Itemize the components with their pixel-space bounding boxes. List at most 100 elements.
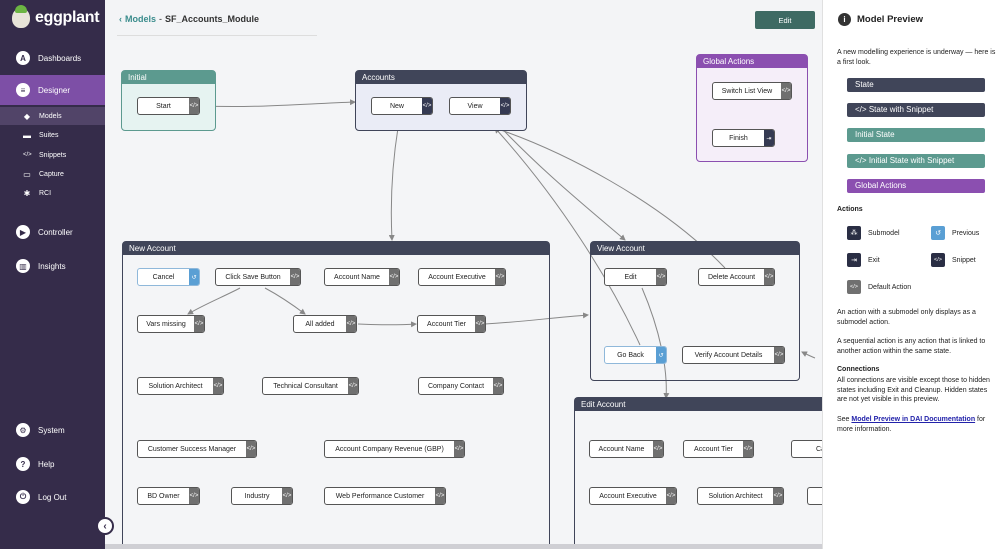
snippet-icon: </> [282, 488, 292, 504]
sub-item-snippets[interactable]: </> Snippets [0, 146, 105, 164]
header: ‹ Models - SF_Accounts_Module Edit [105, 0, 822, 40]
nav-insights[interactable]: ▥ Insights [0, 251, 105, 281]
legend-initial-state: Initial State [847, 128, 985, 142]
action-label: Solution Architect [148, 382, 203, 390]
connections-heading: Connections [837, 366, 880, 373]
nav-logout[interactable]: ⏻ Log Out [0, 482, 105, 512]
nav-label: System [38, 425, 65, 435]
controller-icon: ▶ [16, 225, 30, 239]
back-chevron-icon[interactable]: ‹ [119, 14, 122, 24]
action-account-company-revenue[interactable]: Account Company Revenue (GBP)</> [324, 440, 465, 458]
eggplant-logo[interactable]: eggplant [12, 5, 100, 28]
sub-item-models[interactable]: ◆ Models [0, 107, 105, 125]
connection-view-viewaccount [489, 115, 626, 241]
action-bd-owner[interactable]: BD Owner</> [137, 487, 200, 505]
edit-button[interactable]: Edit [755, 11, 815, 29]
nav-label: Insights [38, 261, 66, 271]
sub-item-suites[interactable]: ▬ Suites [0, 126, 105, 144]
connection-offscreen-viewaccount [801, 351, 816, 359]
action-label: Technical Consultant [273, 382, 338, 390]
legend-label: State with Snippet [868, 105, 934, 114]
action-cancel[interactable]: Cancel↺ [137, 268, 200, 286]
action-edit-account-tier[interactable]: Account Tier</> [683, 440, 754, 458]
sub-item-rci[interactable]: ✱ RCI [0, 184, 105, 202]
models-icon: ◆ [23, 111, 31, 121]
header-divider [117, 35, 317, 36]
documentation-link[interactable]: Model Preview in DAI Documentation [851, 416, 976, 423]
action-new[interactable]: New </> [371, 97, 433, 115]
action-solution-architect[interactable]: Solution Architect</> [137, 377, 224, 395]
action-web-performance-customer[interactable]: Web Performance Customer</> [324, 487, 446, 505]
action-industry[interactable]: Industry</> [231, 487, 293, 505]
action-account-executive[interactable]: Account Executive</> [418, 268, 506, 286]
action-label: BD Owner [147, 492, 180, 500]
insights-icon: ▥ [16, 259, 30, 273]
nav-help[interactable]: ? Help [0, 449, 105, 479]
state-title: Edit Account [575, 398, 822, 411]
action-vars-missing[interactable]: Vars missing</> [137, 315, 205, 333]
page-title: SF_Accounts_Module [165, 14, 260, 24]
action-label: New [389, 102, 404, 110]
action-edit-cutoff[interactable]: Ca [791, 440, 822, 458]
sub-item-label: Suites [39, 131, 59, 139]
action-switch-list-view[interactable]: Switch List View</> [712, 82, 792, 100]
nav-designer[interactable]: ≡ Designer [0, 75, 105, 105]
state-view-account[interactable]: View Account [590, 241, 800, 381]
breadcrumb-models-link[interactable]: Models [125, 14, 157, 24]
nav-system[interactable]: ⚙ System [0, 415, 105, 445]
action-label: Account Tier [694, 445, 733, 453]
model-preview-panel: i Model Preview A new modelling experien… [822, 0, 1008, 549]
nav-controller[interactable]: ▶ Controller [0, 217, 105, 247]
action-label: Vars missing [146, 320, 186, 328]
action-label: View [467, 102, 483, 110]
action-go-back[interactable]: Go Back↺ [604, 346, 667, 364]
breadcrumb-separator: - [159, 14, 163, 24]
action-label: Account Tier [427, 320, 466, 328]
action-customer-success-manager[interactable]: Customer Success Manager</> [137, 440, 257, 458]
action-edit-cutoff-2[interactable] [807, 487, 822, 505]
horizontal-scrollbar[interactable] [105, 544, 822, 549]
nav-label: Dashboards [38, 53, 82, 63]
default-action-icon: </> [847, 280, 861, 294]
action-company-contact[interactable]: Company Contact</> [418, 377, 504, 395]
action-finish[interactable]: Finish⇥ [712, 129, 775, 147]
snippet-icon: </> [774, 347, 784, 363]
action-account-tier[interactable]: Account Tier </> [417, 315, 486, 333]
action-view[interactable]: View</> [449, 97, 511, 115]
action-technical-consultant[interactable]: Technical Consultant</> [262, 377, 359, 395]
see-prefix: See [837, 416, 852, 423]
panel-note-sequential: A sequential action is any action that i… [837, 338, 986, 355]
snippet-icon: </> [422, 98, 432, 114]
action-start[interactable]: Start</> [137, 97, 200, 115]
action-edit[interactable]: Edit</> [604, 268, 667, 286]
action-label: Click Save Button [225, 273, 281, 281]
nav-dashboards[interactable]: A Dashboards [0, 43, 105, 73]
snippet-icon: </> [493, 378, 503, 394]
action-delete-account[interactable]: Delete Account</> [698, 268, 775, 286]
model-canvas[interactable]: Initial Start</> Accounts New</> View</>… [105, 40, 822, 549]
info-icon: i [838, 13, 851, 26]
legend-label: State [855, 80, 874, 89]
eggplant-logo-icon [12, 5, 30, 28]
action-all-added[interactable]: All added</> [293, 315, 357, 333]
actions-heading: Actions [837, 206, 863, 213]
action-edit-account-executive[interactable]: Account Executive</> [589, 487, 677, 505]
action-account-name[interactable]: Account Name</> [324, 268, 400, 286]
state-edit-account[interactable]: Edit Account [574, 397, 822, 549]
collapse-sidebar-button[interactable]: ‹ [96, 517, 114, 535]
action-edit-solution-architect[interactable]: Solution Architect</> [697, 487, 784, 505]
action-label: Account Executive [599, 492, 657, 500]
sub-item-capture[interactable]: ▭ Capture [0, 165, 105, 183]
legend-initial-state-with-snippet: </> Initial State with Snippet [847, 154, 985, 168]
snippet-icon: </> [475, 316, 485, 332]
nav-label: Controller [38, 227, 73, 237]
action-verify-account-details[interactable]: Verify Account Details</> [682, 346, 785, 364]
state-new-account[interactable]: New Account [122, 241, 550, 549]
action-click-save-button[interactable]: Click Save Button</> [215, 268, 301, 286]
see-suffix: for more information. [837, 416, 986, 433]
legend-label: Initial State [855, 130, 895, 139]
panel-header: i Model Preview [838, 13, 923, 26]
snippet-icon: </> [189, 98, 199, 114]
code-icon: </> [855, 105, 867, 114]
action-edit-account-name[interactable]: Account Name</> [589, 440, 664, 458]
